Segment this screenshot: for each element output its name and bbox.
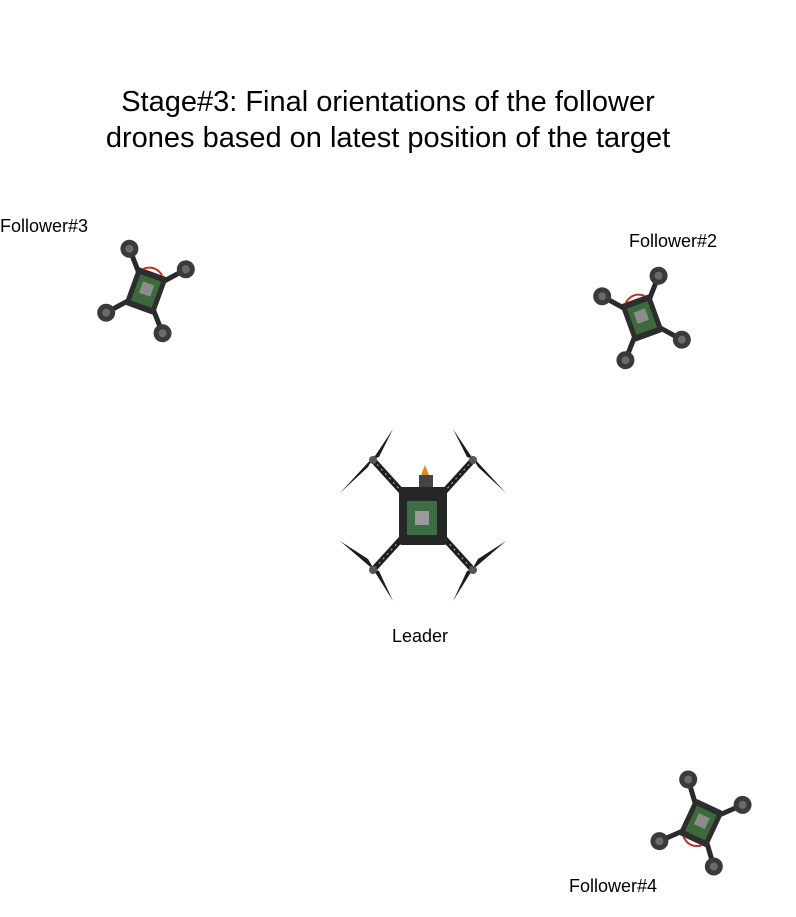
leader-drone-icon [340,428,506,602]
follower4-drone-icon [644,766,758,880]
follower2-label: Follower#2 [629,231,718,251]
title-line-2: drones based on latest position of the t… [105,122,671,154]
follower4-label: Follower#4 [569,876,658,896]
leader-label: Leader [392,626,449,646]
follower3-drone-icon [89,233,203,349]
follower3-label: Follower#3 [0,216,89,236]
title-line-1: Stage#3: Final orientations of the follo… [121,86,655,118]
figure-title: Stage#3: Final orientations of the follo… [40,84,736,156]
follower2-drone-icon [585,261,699,375]
